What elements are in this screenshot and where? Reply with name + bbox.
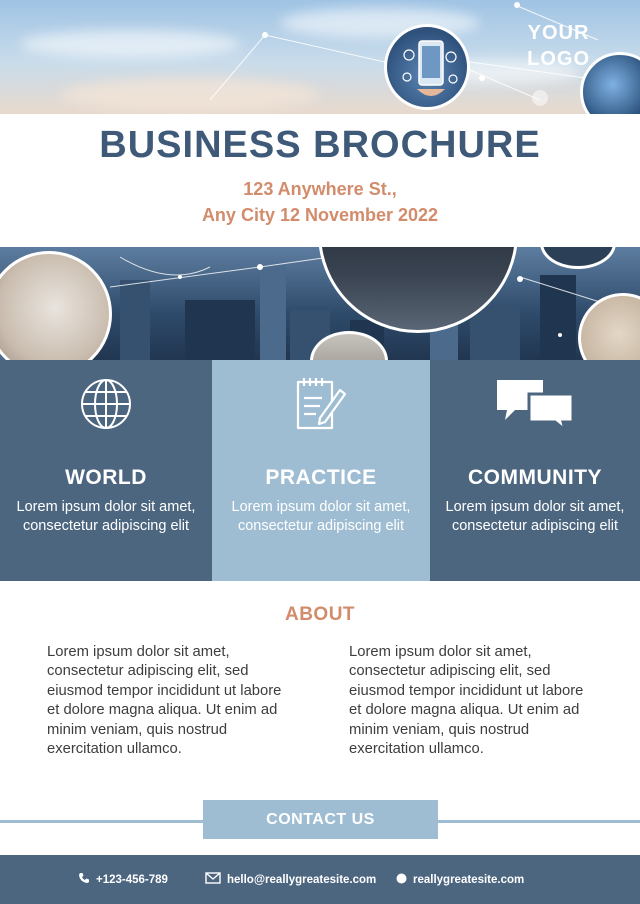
feature-title: PRACTICE <box>265 466 377 489</box>
brand-logo: YOUR LOGO <box>527 20 590 72</box>
contact-us-button[interactable]: CONTACT US <box>203 800 438 839</box>
about-column-left: Lorem ipsum dolor sit amet, consectetur … <box>47 644 282 758</box>
divider-left <box>0 820 203 823</box>
website-url: reallygreatesite.com <box>413 873 525 886</box>
feature-text: Lorem ipsum dolor sit amet, consectetur … <box>231 499 411 534</box>
phone-icon <box>78 872 90 887</box>
features-row: WORLD Lorem ipsum dolor sit amet, consec… <box>0 360 640 581</box>
city-banner <box>0 247 640 360</box>
phone-photo-circle <box>384 24 470 110</box>
chat-bubbles-icon <box>493 376 577 432</box>
phone-icon <box>402 40 458 96</box>
footer: +123-456-789 hello@reallygreatesite.com … <box>0 855 640 904</box>
address-line-2: Any City 12 November 2022 <box>201 205 439 225</box>
logo-line-2: LOGO <box>527 48 590 70</box>
globe-icon <box>76 376 136 432</box>
web-icon <box>396 873 407 887</box>
divider-right <box>438 820 640 823</box>
footer-email[interactable]: hello@reallygreatesite.com <box>205 855 376 904</box>
feature-practice: PRACTICE Lorem ipsum dolor sit amet, con… <box>212 360 430 581</box>
footer-phone[interactable]: +123-456-789 <box>78 855 168 904</box>
about-column-right: Lorem ipsum dolor sit amet, consectetur … <box>349 644 584 758</box>
mail-icon <box>205 872 221 887</box>
feature-title: COMMUNITY <box>468 466 602 489</box>
clipboard-pencil-icon <box>291 376 351 432</box>
hero-banner: YOUR LOGO <box>0 0 640 114</box>
address-line-1: 123 Anywhere St., <box>243 179 397 199</box>
page-title: BUSINESS BROCHURE <box>99 124 541 166</box>
email-address: hello@reallygreatesite.com <box>227 873 377 886</box>
meeting-photo-circle <box>0 251 112 360</box>
feature-text: Lorem ipsum dolor sit amet, consectetur … <box>16 499 196 534</box>
feature-world: WORLD Lorem ipsum dolor sit amet, consec… <box>0 360 212 581</box>
logo-line-1: YOUR <box>527 22 590 44</box>
feature-text: Lorem ipsum dolor sit amet, consectetur … <box>445 499 625 534</box>
network-overlay <box>109 256 601 337</box>
feature-community: COMMUNITY Lorem ipsum dolor sit amet, co… <box>430 360 640 581</box>
feature-title: WORLD <box>65 466 147 489</box>
phone-number: +123-456-789 <box>96 873 168 886</box>
network-lines <box>209 2 601 106</box>
about-heading: ABOUT <box>284 604 356 625</box>
footer-website[interactable]: reallygreatesite.com <box>396 855 524 904</box>
